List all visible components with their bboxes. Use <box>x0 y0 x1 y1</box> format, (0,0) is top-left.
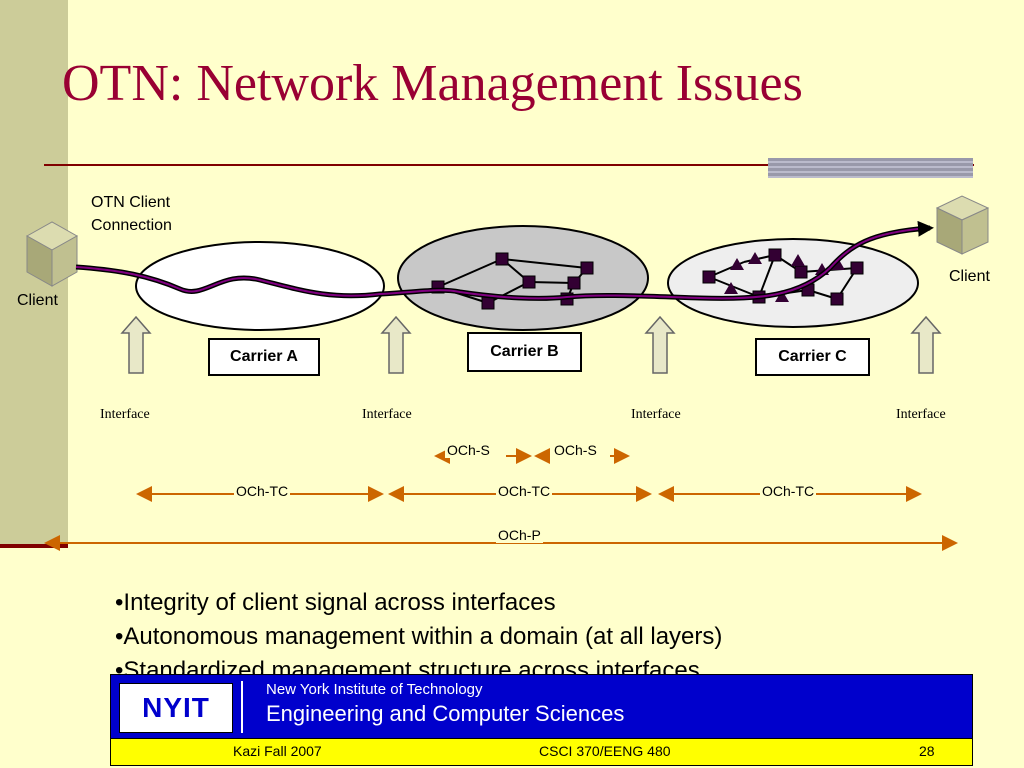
interface-label-3: Interface <box>631 407 681 422</box>
footer-info-bar: Kazi Fall 2007 CSCI 370/EENG 480 28 <box>110 738 973 766</box>
institution-name: New York Institute of Technology <box>266 681 483 698</box>
client-left-icon <box>25 221 79 287</box>
interface-label-4: Interface <box>896 407 946 422</box>
client-right-label: Client <box>949 268 990 285</box>
slide-title: OTN: Network Management Issues <box>62 55 803 112</box>
title-rule <box>44 164 974 166</box>
footer-course: CSCI 370/EENG 480 <box>539 743 671 759</box>
client-right-icon <box>935 195 990 255</box>
och-p-label: OCh-P <box>496 527 543 543</box>
och-tc-label-a: OCh-TC <box>234 483 291 499</box>
och-tc-label-b: OCh-TC <box>496 483 553 499</box>
bullet-list: •Integrity of client signal across inter… <box>115 586 722 688</box>
och-s-label-1: OCh-S <box>445 442 492 458</box>
footer-banner: NYIT New York Institute of Technology En… <box>110 674 973 740</box>
bullet-item: •Autonomous management within a domain (… <box>115 623 723 650</box>
och-tc-label-c: OCh-TC <box>760 483 817 499</box>
client-left-label: Client <box>17 292 58 309</box>
interface-arrows <box>120 315 942 374</box>
title-bar-decoration <box>768 158 973 178</box>
bullet-item: •Integrity of client signal across inter… <box>115 589 556 616</box>
nyit-logo: NYIT <box>119 683 233 733</box>
carrier-a-label: Carrier A <box>208 338 320 376</box>
och-s-label-2: OCh-S <box>552 442 599 458</box>
nyit-logo-text: NYIT <box>142 692 210 723</box>
page-number: 28 <box>919 743 935 759</box>
otn-client-connection-label-line2: Connection <box>91 217 172 234</box>
carrier-b-label: Carrier B <box>467 332 582 372</box>
department-name: Engineering and Computer Sciences <box>266 701 625 726</box>
footer-author: Kazi Fall 2007 <box>233 743 322 759</box>
footer-divider <box>241 681 243 733</box>
network-diagram <box>25 195 990 551</box>
sidebar-rule <box>0 544 68 548</box>
carrier-c-domain <box>667 238 919 328</box>
interface-label-2: Interface <box>362 407 412 422</box>
carrier-c-label: Carrier C <box>755 338 870 376</box>
otn-client-connection-label-line1: OTN Client <box>91 194 171 211</box>
interface-label-1: Interface <box>100 407 150 422</box>
carrier-a-domain <box>135 241 385 331</box>
